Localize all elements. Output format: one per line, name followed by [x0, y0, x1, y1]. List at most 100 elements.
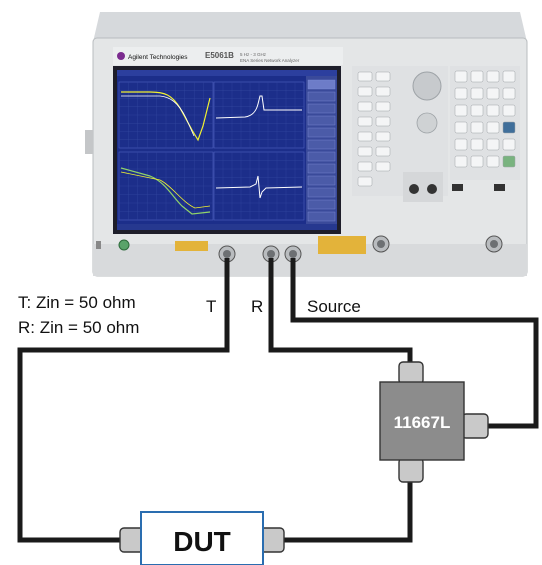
standby-switch[interactable]	[96, 241, 101, 249]
softkey-button[interactable]	[307, 139, 336, 150]
softkey-button[interactable]	[307, 103, 336, 114]
control-key[interactable]	[357, 86, 373, 97]
control-key[interactable]	[357, 161, 373, 172]
numeric-key[interactable]	[454, 87, 468, 100]
numeric-key[interactable]	[502, 121, 516, 134]
softkey-button[interactable]	[307, 79, 336, 90]
usb-port-1[interactable]	[452, 184, 463, 191]
numeric-key[interactable]	[486, 155, 500, 168]
splitter-side-connector	[461, 413, 489, 439]
numeric-key[interactable]	[454, 155, 468, 168]
numeric-key[interactable]	[486, 121, 500, 134]
control-key[interactable]	[375, 71, 391, 82]
numeric-key[interactable]	[502, 104, 516, 117]
control-key[interactable]	[375, 161, 391, 172]
softkey-button[interactable]	[307, 187, 336, 198]
model-range: 5 Hz - 3 GHz	[240, 52, 267, 57]
brand-name: Agilent Technologies	[128, 54, 188, 61]
control-key[interactable]	[375, 146, 391, 157]
front-panel-keys	[352, 66, 520, 202]
numeric-key[interactable]	[454, 104, 468, 117]
power-button[interactable]	[118, 239, 130, 251]
usb-port-2[interactable]	[494, 184, 505, 191]
model-number: E5061B	[205, 51, 234, 60]
trace-green-1	[120, 167, 211, 215]
network-analyzer: Agilent Technologies E5061B 5 Hz - 3 GHz…	[85, 12, 528, 277]
numeric-key[interactable]	[502, 155, 516, 168]
rotary-knob-icon[interactable]	[412, 71, 442, 101]
control-key[interactable]	[357, 71, 373, 82]
front-ports	[218, 235, 503, 263]
screen-menu-bar	[117, 70, 337, 76]
port-source-label: Source	[307, 297, 361, 316]
analyzer-screen	[117, 70, 337, 230]
splitter-top-connector	[398, 361, 424, 385]
control-key[interactable]	[375, 86, 391, 97]
probe-power-connector-2	[427, 184, 437, 194]
numeric-key[interactable]	[454, 121, 468, 134]
softkey-button[interactable]	[307, 163, 336, 174]
device-under-test: DUT	[119, 511, 285, 565]
port-connector-inner	[289, 250, 297, 258]
numeric-key[interactable]	[470, 155, 484, 168]
numeric-key[interactable]	[470, 87, 484, 100]
numeric-key[interactable]	[454, 138, 468, 151]
numeric-key[interactable]	[486, 138, 500, 151]
power-splitter-11667l: 11667L	[379, 361, 489, 483]
port-connector-inner	[490, 240, 498, 248]
control-key[interactable]	[375, 131, 391, 142]
port-connector-inner	[223, 250, 231, 258]
numeric-key[interactable]	[486, 87, 500, 100]
numeric-key[interactable]	[486, 70, 500, 83]
splitter-bottom-connector	[398, 457, 424, 483]
numeric-key[interactable]	[470, 70, 484, 83]
softkey-button[interactable]	[307, 115, 336, 126]
numeric-key[interactable]	[502, 138, 516, 151]
trace-yellow-2	[120, 171, 211, 209]
numeric-key[interactable]	[470, 104, 484, 117]
trace-yellow-1	[121, 91, 211, 142]
control-key[interactable]	[375, 116, 391, 127]
control-key[interactable]	[357, 146, 373, 157]
dut-label: DUT	[173, 526, 231, 557]
screen-status-bar	[117, 224, 337, 230]
instrument-top	[93, 12, 527, 42]
cable-r	[268, 258, 413, 362]
trace-white-3	[215, 175, 303, 199]
control-key[interactable]	[375, 101, 391, 112]
navigation-pad-icon[interactable]	[416, 112, 438, 134]
cable-t	[17, 258, 230, 543]
control-key[interactable]	[357, 101, 373, 112]
softkey-button[interactable]	[307, 199, 336, 210]
zin-t-label: T: Zin = 50 ohm	[18, 293, 136, 312]
numeric-key[interactable]	[502, 70, 516, 83]
warning-label-left	[175, 241, 208, 251]
port-r-label: R	[251, 297, 263, 316]
numeric-key[interactable]	[486, 104, 500, 117]
splitter-body	[379, 381, 465, 461]
softkey-button[interactable]	[307, 127, 336, 138]
splitter-label: 11667L	[394, 413, 451, 432]
numeric-key[interactable]	[454, 70, 468, 83]
dut-box	[140, 511, 264, 565]
trace-white-2	[215, 95, 302, 119]
softkey-button[interactable]	[307, 91, 336, 102]
warning-label-right	[318, 236, 366, 254]
probe-power-connector-1	[409, 184, 419, 194]
trace-white-1	[121, 95, 195, 137]
control-key[interactable]	[357, 176, 373, 187]
numeric-key[interactable]	[470, 138, 484, 151]
port-t-label: T	[206, 297, 216, 316]
control-key[interactable]	[357, 116, 373, 127]
softkey-button[interactable]	[307, 151, 336, 162]
brand-plate	[113, 47, 343, 65]
cable-splitter-dut	[282, 480, 413, 543]
numeric-key[interactable]	[502, 87, 516, 100]
numeric-key[interactable]	[470, 121, 484, 134]
instrument-side-handle	[85, 130, 93, 154]
port-connector-inner	[377, 240, 385, 248]
softkey-button[interactable]	[307, 211, 336, 222]
control-key[interactable]	[357, 131, 373, 142]
softkey-button[interactable]	[307, 175, 336, 186]
instrument-bottom-strip	[93, 244, 527, 276]
